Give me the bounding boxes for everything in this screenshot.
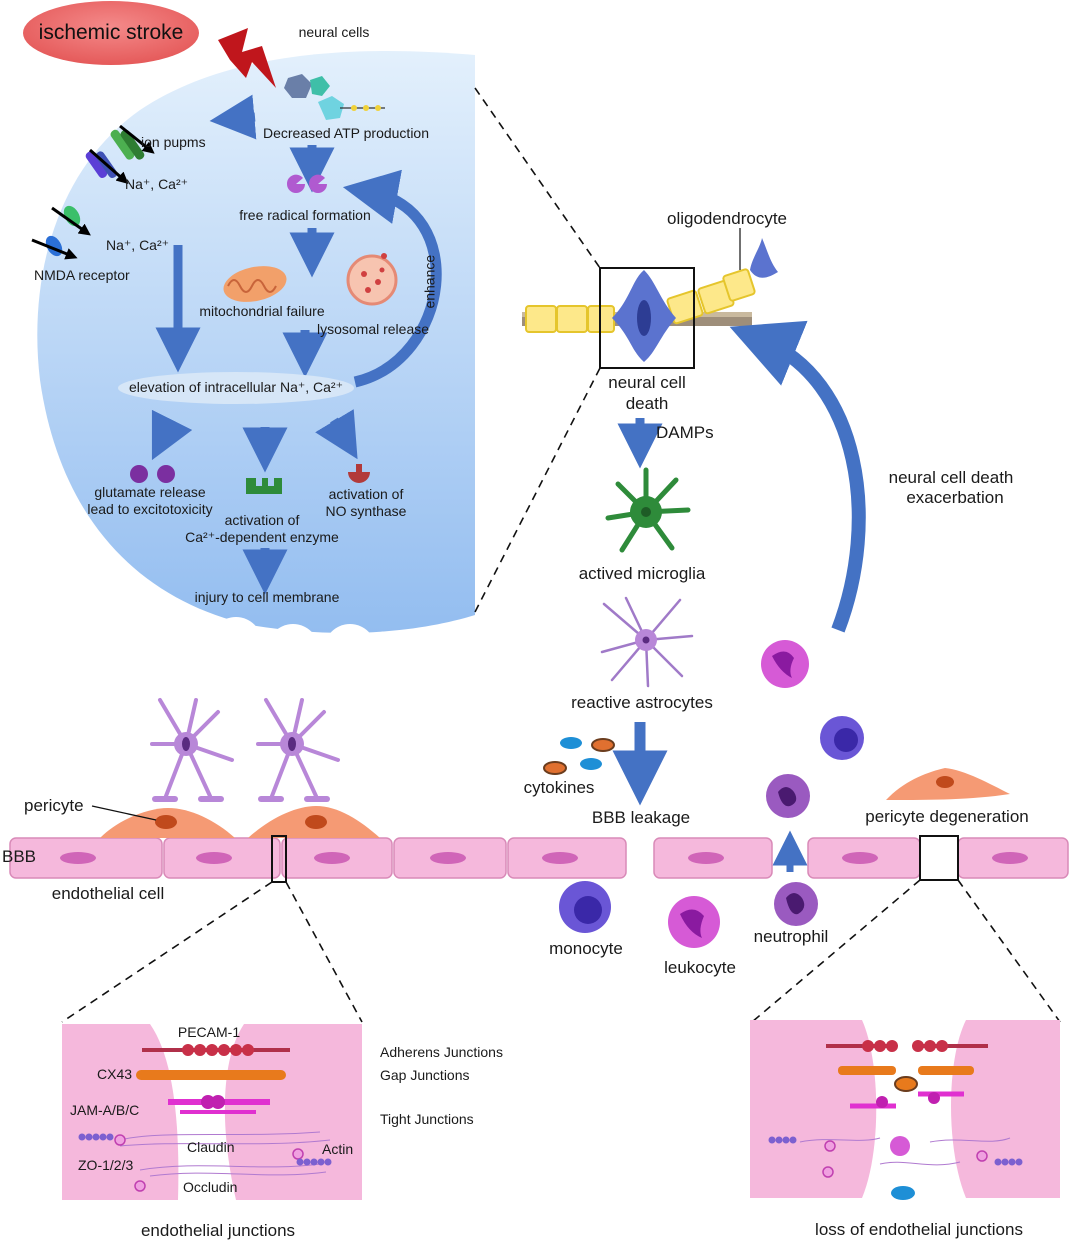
pericyte-icon xyxy=(100,768,1010,838)
page-title: ischemic stroke xyxy=(38,21,184,44)
label-actin: Actin xyxy=(322,1141,354,1157)
label-na-ca-1: Na⁺, Ca²⁺ xyxy=(125,176,189,192)
label-endothelial-cell: endothelial cell xyxy=(51,884,165,903)
no-synthase-icon xyxy=(348,464,370,483)
label-exacerbation-2: exacerbation xyxy=(906,488,1004,507)
ion-pump-icon xyxy=(85,124,155,184)
label-free-radical: free radical formation xyxy=(239,207,371,223)
zoom-lines xyxy=(61,87,1061,1023)
label-bbb: BBB xyxy=(2,847,37,866)
endothelial-layer xyxy=(9,837,1069,879)
atp-molecule-icon xyxy=(284,74,385,120)
label-exacerbation-1: neural cell death xyxy=(888,468,1014,487)
label-injury: injury to cell membrane xyxy=(194,589,340,605)
zoom-box-neuron xyxy=(599,267,695,369)
label-occludin: Occludin xyxy=(183,1179,238,1195)
label-leukocyte: leukocyte xyxy=(664,958,736,977)
label-jam: JAM-A/B/C xyxy=(70,1102,140,1118)
neuron-soma-icon xyxy=(612,270,676,362)
label-damps: DAMPs xyxy=(656,423,714,442)
monocyte-icon xyxy=(820,716,864,760)
label-atp: Decreased ATP production xyxy=(262,125,430,141)
free-radical-icon xyxy=(286,174,327,193)
lysosome-icon xyxy=(346,253,398,306)
label-no-1: activation of xyxy=(328,486,404,502)
label-tight: Tight Junctions xyxy=(380,1111,474,1127)
neutrophil-lower-icon xyxy=(774,882,818,926)
zoom-box-junction-left xyxy=(271,835,287,883)
label-elevation: elevation of intracellular Na⁺, Ca²⁺ xyxy=(129,379,343,395)
label-neural-death-2: death xyxy=(625,394,669,413)
title-ellipse xyxy=(23,1,199,65)
label-gap: Gap Junctions xyxy=(380,1067,470,1083)
pathway-arrows xyxy=(151,94,442,595)
label-no-2: NO synthase xyxy=(325,503,407,519)
astrocyte-icon xyxy=(600,596,694,688)
label-enzyme-2: Ca²⁺-dependent enzyme xyxy=(185,529,339,545)
label-enzyme-1: activation of xyxy=(224,512,300,528)
monocyte-lower-icon xyxy=(559,881,611,933)
label-glutamate-1: glutamate release xyxy=(94,484,206,500)
neural-cell-body xyxy=(37,50,476,676)
label-microglia: actived microglia xyxy=(578,564,706,583)
label-pecam: PECAM-1 xyxy=(177,1024,241,1040)
zoom-box-junction-right xyxy=(919,835,959,881)
leukocyte-lower-icon xyxy=(668,896,720,948)
mitochondria-icon xyxy=(223,266,287,302)
label-pericyte: pericyte xyxy=(24,796,84,815)
right-arrows xyxy=(612,320,866,872)
enzyme-icon xyxy=(246,478,282,494)
cytokines-icon xyxy=(543,737,615,775)
elevation-ellipse xyxy=(118,372,354,404)
label-neutrophil: neutrophil xyxy=(753,927,829,946)
label-na-ca-2: Na⁺, Ca²⁺ xyxy=(106,237,170,253)
label-ion-pumps: ion pupms xyxy=(141,134,206,150)
label-oligodendrocyte: oligodendrocyte xyxy=(666,209,788,228)
nmda-receptor-icon xyxy=(31,205,91,260)
leukocyte-icon xyxy=(761,640,809,688)
label-cytokines: cytokines xyxy=(523,778,595,797)
label-claudin: Claudin xyxy=(187,1139,235,1155)
label-neural-death-1: neural cell xyxy=(608,373,686,392)
label-pericyte-degeneration: pericyte degeneration xyxy=(865,807,1029,826)
microglia-icon xyxy=(605,467,691,553)
label-nmda: NMDA receptor xyxy=(34,267,130,283)
lightning-icon xyxy=(218,28,276,88)
label-astrocytes: reactive astrocytes xyxy=(571,693,713,712)
caption-endothelial-junctions: endothelial junctions xyxy=(140,1221,296,1240)
label-zo: ZO-1/2/3 xyxy=(78,1157,134,1173)
label-cx43: CX43 xyxy=(97,1066,133,1082)
label-glutamate-2: lead to excitotoxicity xyxy=(87,501,213,517)
glutamate-icon xyxy=(130,465,175,483)
label-bbb-leakage: BBB leakage xyxy=(591,808,691,827)
label-monocyte: monocyte xyxy=(549,939,623,958)
label-neural-cells: neural cells xyxy=(298,24,370,40)
caption-loss-junctions: loss of endothelial junctions xyxy=(815,1220,1023,1239)
astrocyte-feet xyxy=(152,796,330,802)
label-enhance: enhance xyxy=(421,254,438,309)
oligodendrocyte-icon xyxy=(750,238,778,278)
label-lysosomal: lysosomal release xyxy=(316,321,430,337)
astrocyte-endfoot-icon xyxy=(150,698,340,798)
neutrophil-icon xyxy=(766,774,810,818)
junction-panel-left xyxy=(62,1024,362,1200)
label-adherens: Adherens Junctions xyxy=(380,1044,503,1060)
junction-panel-right xyxy=(750,1020,1060,1200)
label-mito: mitochondrial failure xyxy=(199,303,325,319)
